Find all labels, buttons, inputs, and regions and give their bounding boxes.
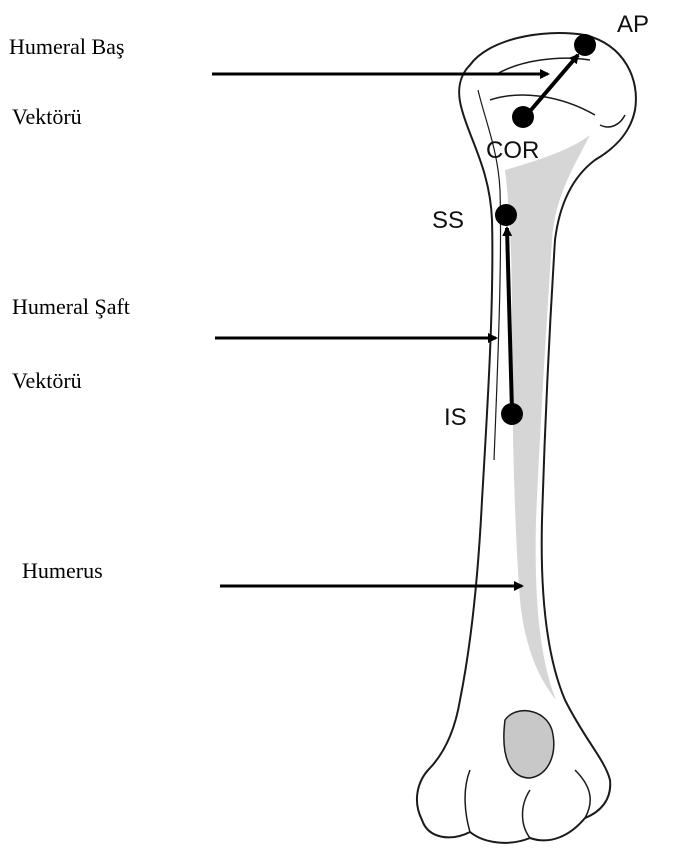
point-ap-marker: [574, 34, 596, 56]
shaft-vector-label-line2: Vektörü: [12, 368, 82, 394]
head-vector-label-line1: Humeral Baş: [9, 34, 124, 60]
shaft-vector-label-line1: Humeral Şaft: [12, 294, 130, 320]
point-cor-marker: [512, 106, 534, 128]
point-cor-label: COR: [486, 137, 539, 164]
head-vector-label-line2: Vektörü: [12, 104, 82, 130]
point-is-label: IS: [444, 404, 467, 431]
point-is-marker: [501, 403, 523, 425]
olecranon-fossa: [504, 711, 554, 778]
humerus-label: Humerus: [22, 558, 103, 584]
point-ap-label: AP: [617, 11, 649, 38]
point-ss-label: SS: [432, 207, 464, 234]
point-ss-marker: [495, 204, 517, 226]
